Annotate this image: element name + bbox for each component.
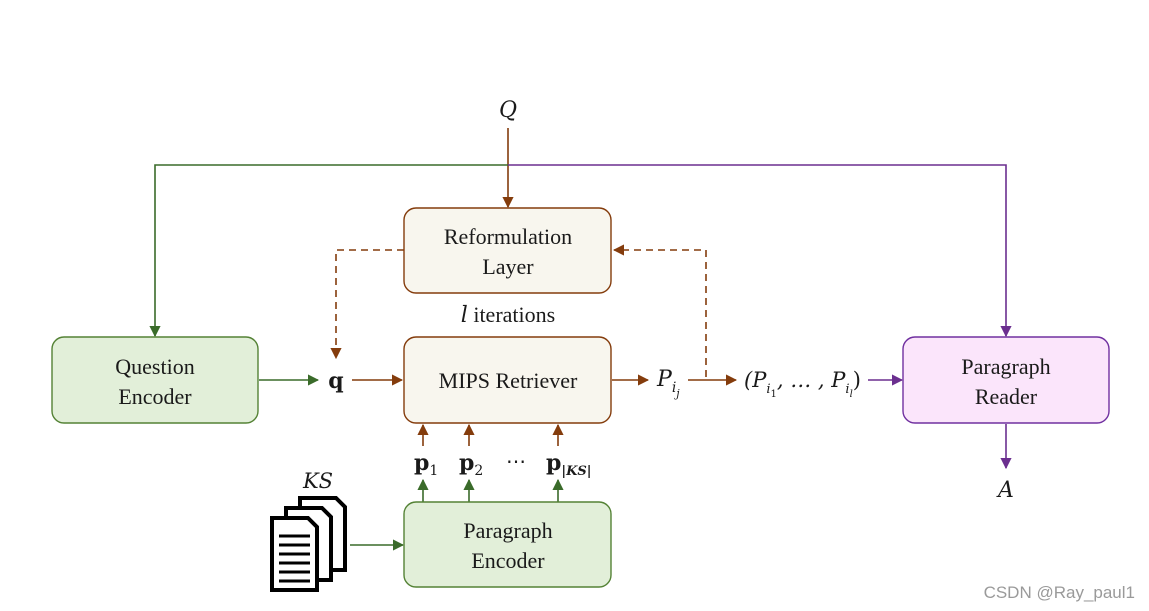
query-input-label: Q <box>499 98 517 123</box>
iterations-var: l <box>461 303 468 328</box>
query-vector-label: q <box>328 368 343 394</box>
retrieved-paragraph-label: Pij <box>656 367 680 400</box>
p2-main: p <box>459 450 474 476</box>
edge-pij-to-reformulation-dashed <box>612 244 707 377</box>
reformulation-layer-node: Reformulation Layer <box>403 207 612 294</box>
document-stack-icon <box>270 496 347 592</box>
paragraph-set-label: (Pi1, … , Pil) <box>744 368 861 400</box>
paragraph-set-subsub1: 1 <box>771 389 777 400</box>
edge-q-to-paragraph-reader <box>508 164 1012 338</box>
question-encoder-label-line1: Question <box>115 354 194 379</box>
paragraph-set-open: (P <box>744 368 767 392</box>
retrieved-paragraph-sub: i <box>672 380 676 396</box>
pks-main: p <box>546 450 561 476</box>
p1-label: p1 <box>414 450 438 479</box>
paragraph-set-subsub2: l <box>850 389 853 400</box>
p2-sub: 2 <box>474 463 483 479</box>
iterations-label: l iterations <box>461 302 555 328</box>
answer-label: A <box>996 478 1014 503</box>
p1-main: p <box>414 450 429 476</box>
mips-retriever-node: MIPS Retriever <box>403 336 612 424</box>
paragraph-reader-node: Paragraph Reader <box>902 336 1110 424</box>
paragraph-encoder-label-line2: Encoder <box>471 548 545 573</box>
watermark-text: CSDN @Ray_paul1 <box>983 583 1135 602</box>
paragraph-encoder-node: Paragraph Encoder <box>403 501 612 588</box>
paragraph-set-mid: , … , P <box>777 368 846 392</box>
mips-retriever-label: MIPS Retriever <box>439 368 578 393</box>
retrieved-paragraph-main: P <box>656 367 673 392</box>
edge-reformulation-to-q-dashed <box>330 249 404 360</box>
knowledge-source-label: KS <box>302 469 333 493</box>
question-encoder-node: Question Encoder <box>51 336 259 424</box>
paragraph-set-sub2: i <box>845 382 849 397</box>
paragraph-reader-label-line1: Paragraph <box>961 354 1050 379</box>
reformulation-label-line1: Reformulation <box>444 224 572 249</box>
question-encoder-label-line2: Encoder <box>118 384 192 409</box>
p-ellipsis: ⋯ <box>506 449 526 473</box>
p2-label: p2 <box>459 450 483 479</box>
paragraph-set-close: ) <box>853 368 861 392</box>
paragraph-set-sub1: i <box>766 382 770 397</box>
reformulation-label-line2: Layer <box>482 254 534 279</box>
paragraph-encoder-label-line1: Paragraph <box>463 518 552 543</box>
pks-label: p|KS| <box>546 450 592 479</box>
p1-sub: 1 <box>429 463 438 479</box>
retrieved-paragraph-subsub: j <box>673 387 680 400</box>
paragraph-reader-label-line2: Reader <box>975 384 1038 409</box>
pks-sub: |KS| <box>561 464 591 479</box>
iterations-text: iterations <box>468 302 555 327</box>
edge-q-to-question-encoder <box>149 164 508 338</box>
